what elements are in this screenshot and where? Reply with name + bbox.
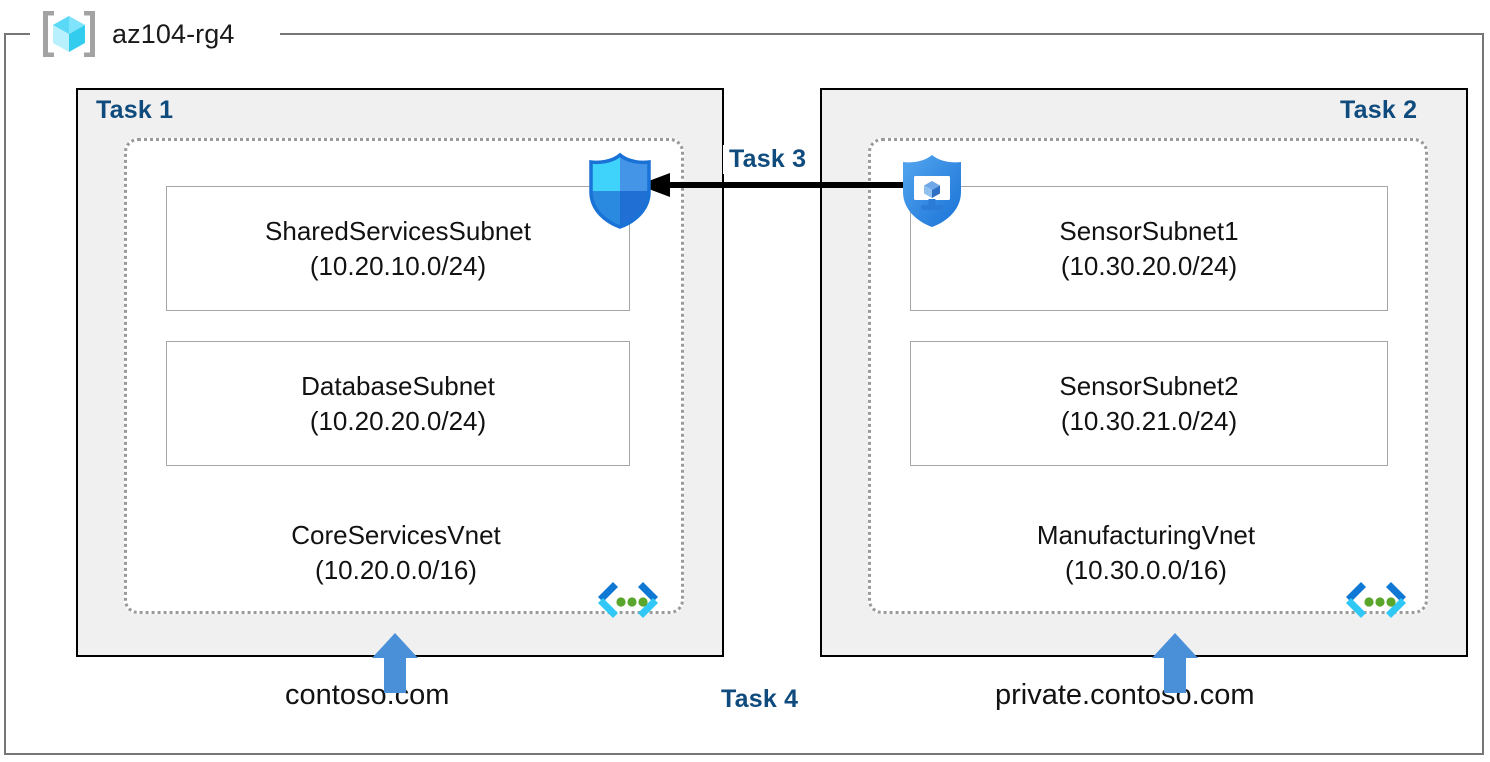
azure-resource-group-icon <box>43 11 95 57</box>
vnet-name: CoreServicesVnet <box>291 520 501 550</box>
dns-zone-link-arrow-icon <box>372 633 418 693</box>
subnet-name: SensorSubnet1 <box>1059 215 1239 246</box>
dns-zone-contoso-label: contoso.com <box>285 679 450 711</box>
subnet-sensorsubnet2: SensorSubnet2 (10.30.21.0/24) <box>910 341 1388 466</box>
subnet-cidr: (10.30.20.0/24) <box>1060 250 1238 281</box>
virtual-network-icon <box>598 582 658 618</box>
subnet-cidr: (10.20.10.0/24) <box>309 250 487 281</box>
network-security-group-shield-icon[interactable] <box>585 152 655 230</box>
vnet-cidr: (10.30.0.0/16) <box>1065 554 1227 585</box>
subnet-databasesubnet: DatabaseSubnet (10.20.20.0/24) <box>166 341 630 466</box>
resource-group-header: az104-rg4 <box>38 8 234 60</box>
task-3-label: Task 3 <box>723 145 813 174</box>
task-2-label: Task 2 <box>1340 96 1418 124</box>
subnet-cidr: (10.20.20.0/24) <box>309 405 487 436</box>
vnet-manufacturing-caption: ManufacturingVnet (10.30.0.0/16) <box>916 518 1376 588</box>
azure-bastion-shield-icon[interactable] <box>897 152 967 230</box>
subnet-sharedservicessubnet: SharedServicesSubnet (10.20.10.0/24) <box>166 186 630 311</box>
dns-zone-private-contoso-label: private.contoso.com <box>995 679 1255 711</box>
subnet-name: DatabaseSubnet <box>301 370 495 401</box>
virtual-network-icon <box>1346 582 1406 618</box>
task-1-label: Task 1 <box>96 96 174 124</box>
task-4-label: Task 4 <box>721 685 799 713</box>
vnet-cidr: (10.20.0.0/16) <box>315 554 477 585</box>
vnet-core-services-caption: CoreServicesVnet (10.20.0.0/16) <box>166 518 626 588</box>
subnet-name: SharedServicesSubnet <box>265 215 531 246</box>
subnet-sensorsubnet1: SensorSubnet1 (10.30.20.0/24) <box>910 186 1388 311</box>
resource-group-boundary <box>4 33 1484 755</box>
subnet-name: SensorSubnet2 <box>1059 370 1239 401</box>
subnet-cidr: (10.30.21.0/24) <box>1060 405 1238 436</box>
dns-zone-link-arrow-icon <box>1152 633 1198 693</box>
vnet-peering-arrow-icon <box>638 173 914 197</box>
vnet-name: ManufacturingVnet <box>1036 520 1256 550</box>
resource-group-name: az104-rg4 <box>112 18 235 49</box>
